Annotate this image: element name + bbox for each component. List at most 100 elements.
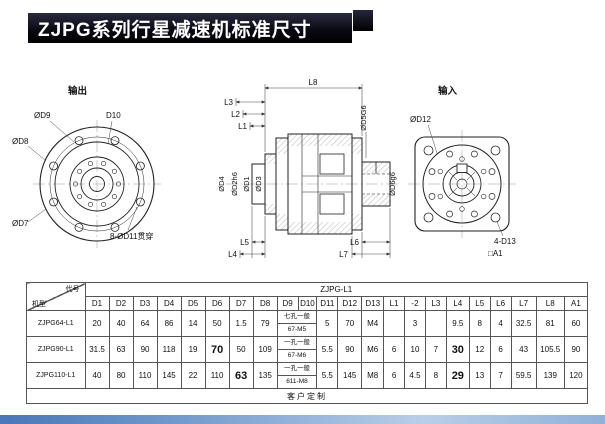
dimension-cell: 145: [337, 362, 363, 389]
model-cell: ZJPG90-L1: [26, 336, 86, 363]
dimension-cell: 110: [204, 362, 230, 389]
dimension-cell: 145: [156, 362, 182, 389]
hole-spec-cell: 一孔一般 611-M8: [276, 362, 318, 389]
technical-drawing: 输出 ØD9 D10 ØD8 ØD7 8-ØD11贯穿: [12, 78, 516, 259]
label-d9: ØD9: [34, 111, 51, 120]
label-l2: L2: [231, 110, 240, 119]
dimension-cell: 14: [180, 310, 206, 337]
label-l5: L5: [240, 238, 249, 247]
page-title: ZJPG系列行星减速机标准尺寸: [38, 19, 312, 41]
section-view: [226, 84, 400, 258]
dimension-cell: M4: [361, 310, 385, 337]
dimension-cell: 31.5: [84, 336, 110, 363]
dimension-cell: 63: [228, 362, 254, 389]
col-header: D11: [316, 296, 339, 311]
input-view-texts: 输入 ØD12 4-D13 □A1: [410, 85, 516, 258]
dimension-cell: 4: [489, 310, 512, 337]
dimension-cell: M6: [361, 336, 385, 363]
dimension-cell: 80: [108, 362, 134, 389]
label-d2: ØD2h6: [230, 172, 239, 196]
dimension-cell: 6: [383, 362, 406, 389]
dimension-cell: 1.5: [228, 310, 254, 337]
dimension-cell: 19: [180, 336, 206, 363]
dimension-cell: 8: [424, 362, 447, 389]
label-a1: □A1: [488, 249, 503, 258]
dimension-cell: 5: [316, 310, 339, 337]
dimension-cell: 5.5: [316, 336, 339, 363]
hole-spec-line2: 67-M5: [287, 326, 307, 333]
dimension-cell: 50: [228, 336, 254, 363]
input-corner-holes: [423, 145, 501, 223]
input-pilot-circle: [422, 144, 502, 224]
dimension-cell: 9.5: [445, 310, 470, 337]
col-header: D2: [108, 296, 134, 311]
label-l7: L7: [339, 250, 348, 259]
label-d6: ØD6g6: [388, 172, 397, 196]
label-d1: ØD1: [242, 176, 251, 191]
col-header: D1: [84, 296, 110, 311]
title-bar: ZJPG系列行星减速机标准尺寸: [28, 13, 352, 43]
col-header: D12: [337, 296, 363, 311]
input-view-title: 输入: [438, 85, 458, 97]
col-header: D4: [156, 296, 182, 311]
col-header: L1: [383, 296, 406, 311]
input-square-flange: [414, 136, 510, 232]
hole-spec-line1: 一孔一般: [278, 364, 316, 376]
dimension-table: 代号 机型 ZJPG-L1 D1 D2 D3 D4 D5 D6 D7 D8 D9…: [26, 282, 589, 404]
label-d4: ØD4: [217, 176, 226, 191]
dimension-cell: [383, 310, 406, 337]
dimension-cell: 90: [563, 336, 589, 363]
dimension-cell: 7: [489, 362, 512, 389]
dimension-cell: 63: [108, 336, 134, 363]
bottom-accent-bar: [0, 415, 605, 424]
corner-label-bottom: 机型: [32, 301, 46, 308]
title-bar-tab: [353, 10, 373, 31]
col-header: L6: [489, 296, 512, 311]
col-header: D7: [228, 296, 254, 311]
dimension-cell: M8: [361, 362, 385, 389]
dimension-cell: 59.5: [510, 362, 537, 389]
output-leader-lines: [27, 120, 138, 231]
output-flange-view: [27, 120, 161, 248]
col-header: A1: [563, 296, 589, 311]
label-l8: L8: [309, 78, 318, 87]
output-view-title: 输出: [68, 85, 87, 97]
dimension-cell: 64: [132, 310, 158, 337]
col-header: D5: [180, 296, 206, 311]
table-footer-row: 客户定制: [26, 388, 588, 404]
label-d3: ØD3: [254, 176, 263, 191]
input-hub: [437, 156, 487, 212]
output-flange-circles: [39, 126, 155, 242]
col-header: L7: [510, 296, 537, 311]
dimension-cell: 8: [468, 310, 491, 337]
dimension-cell: 81: [535, 310, 565, 337]
model-cell: ZJPG64-L1: [26, 310, 86, 337]
dimension-cell: 5.5: [316, 362, 339, 389]
dimension-cell: 6: [383, 336, 406, 363]
col-header: D8: [252, 296, 278, 311]
col-header: L5: [468, 296, 491, 311]
hole-spec-cell: 一孔一般 67-M6: [276, 336, 318, 363]
dimension-cell: 7: [424, 336, 447, 363]
input-leader-lines: [427, 124, 504, 237]
table-row: ZJPG64-L1 20 40 64 86 14 50 1.5 79 七孔一般 …: [26, 310, 589, 337]
dimension-cell: 70: [204, 336, 230, 363]
dimension-cell: 50: [204, 310, 230, 337]
col-header: -2: [404, 296, 426, 311]
output-small-holes: [73, 161, 122, 207]
series-header: ZJPG-L1: [84, 282, 588, 297]
col-header: D13: [361, 296, 385, 311]
label-l4: L4: [228, 250, 237, 259]
hole-spec-cell: 七孔一般 67-M5: [276, 310, 318, 337]
dimension-cell: 110: [132, 362, 158, 389]
section-dimension-lines: [235, 84, 391, 258]
dimension-cell: [424, 310, 447, 337]
dimension-cell: 40: [108, 310, 134, 337]
corner-label-top: 代号: [65, 286, 80, 293]
dimension-cell: 90: [337, 336, 363, 363]
dimension-cell: 70: [337, 310, 363, 337]
input-bolt-holes: [428, 150, 496, 218]
dimension-table-wrapper: 代号 机型 ZJPG-L1 D1 D2 D3 D4 D5 D6 D7 D8 D9…: [26, 282, 589, 404]
dimension-cell: 6: [489, 336, 512, 363]
